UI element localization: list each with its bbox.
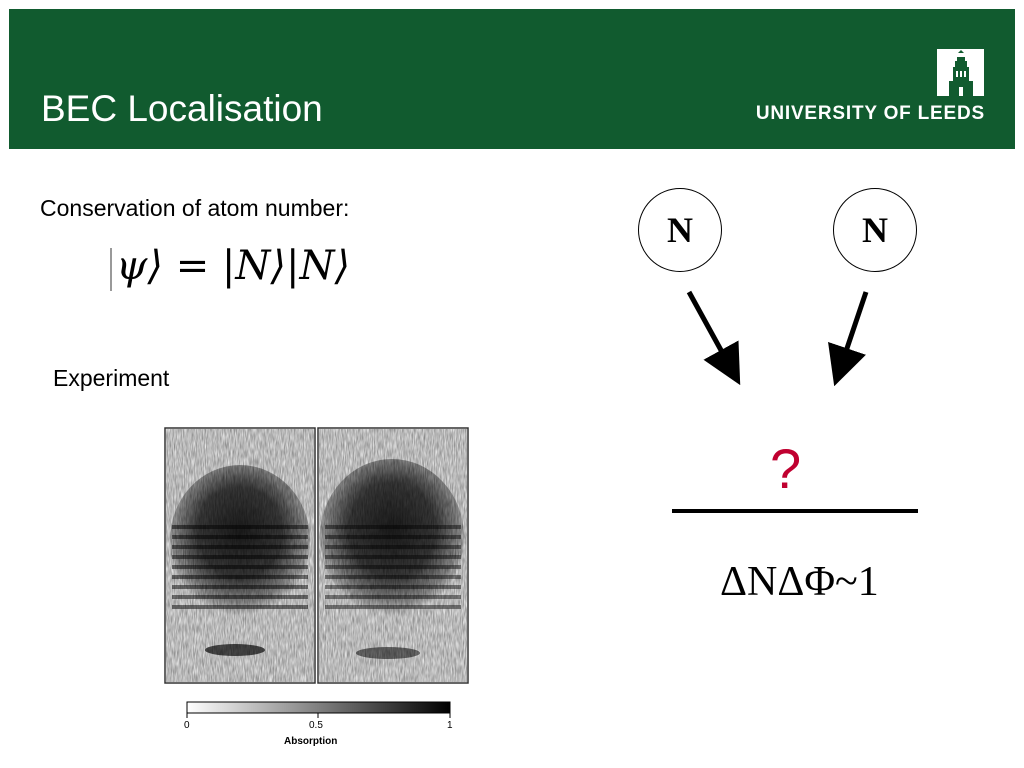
fraction-rule bbox=[672, 509, 918, 513]
question-mark: ? bbox=[770, 437, 802, 500]
university-logo-text: UNIVERSITY OF LEEDS bbox=[755, 103, 985, 124]
colorbar-tick-1: 1 bbox=[447, 720, 453, 731]
right-absorption-image bbox=[319, 429, 467, 682]
colorbar-tick-half: 0.5 bbox=[309, 720, 323, 731]
left-absorption-image bbox=[166, 429, 314, 682]
state-equation: ψ⟩ = |N⟩|N⟩ bbox=[116, 243, 351, 289]
circle-left: N bbox=[638, 188, 722, 272]
colorbar-label: Absorption bbox=[284, 736, 338, 747]
arrow-left bbox=[686, 290, 741, 386]
uncertainty-relation: ΔNΔΦ~1 bbox=[720, 559, 879, 605]
absorption-images-figure: 0 0.5 1 Absorption bbox=[160, 425, 480, 760]
slide-title: BEC Localisation bbox=[41, 88, 323, 129]
leeds-tower-logo-icon bbox=[937, 49, 984, 96]
header-bar: BEC Localisation UNIVERSITY OF LEEDS bbox=[9, 9, 1015, 149]
colorbar bbox=[186, 701, 451, 714]
arrow-right bbox=[828, 291, 869, 387]
circle-right: N bbox=[833, 188, 917, 272]
equation-left-bar bbox=[110, 248, 112, 291]
conservation-label: Conservation of atom number: bbox=[40, 195, 350, 221]
colorbar-tick-0: 0 bbox=[184, 720, 190, 731]
experiment-label: Experiment bbox=[53, 365, 170, 391]
